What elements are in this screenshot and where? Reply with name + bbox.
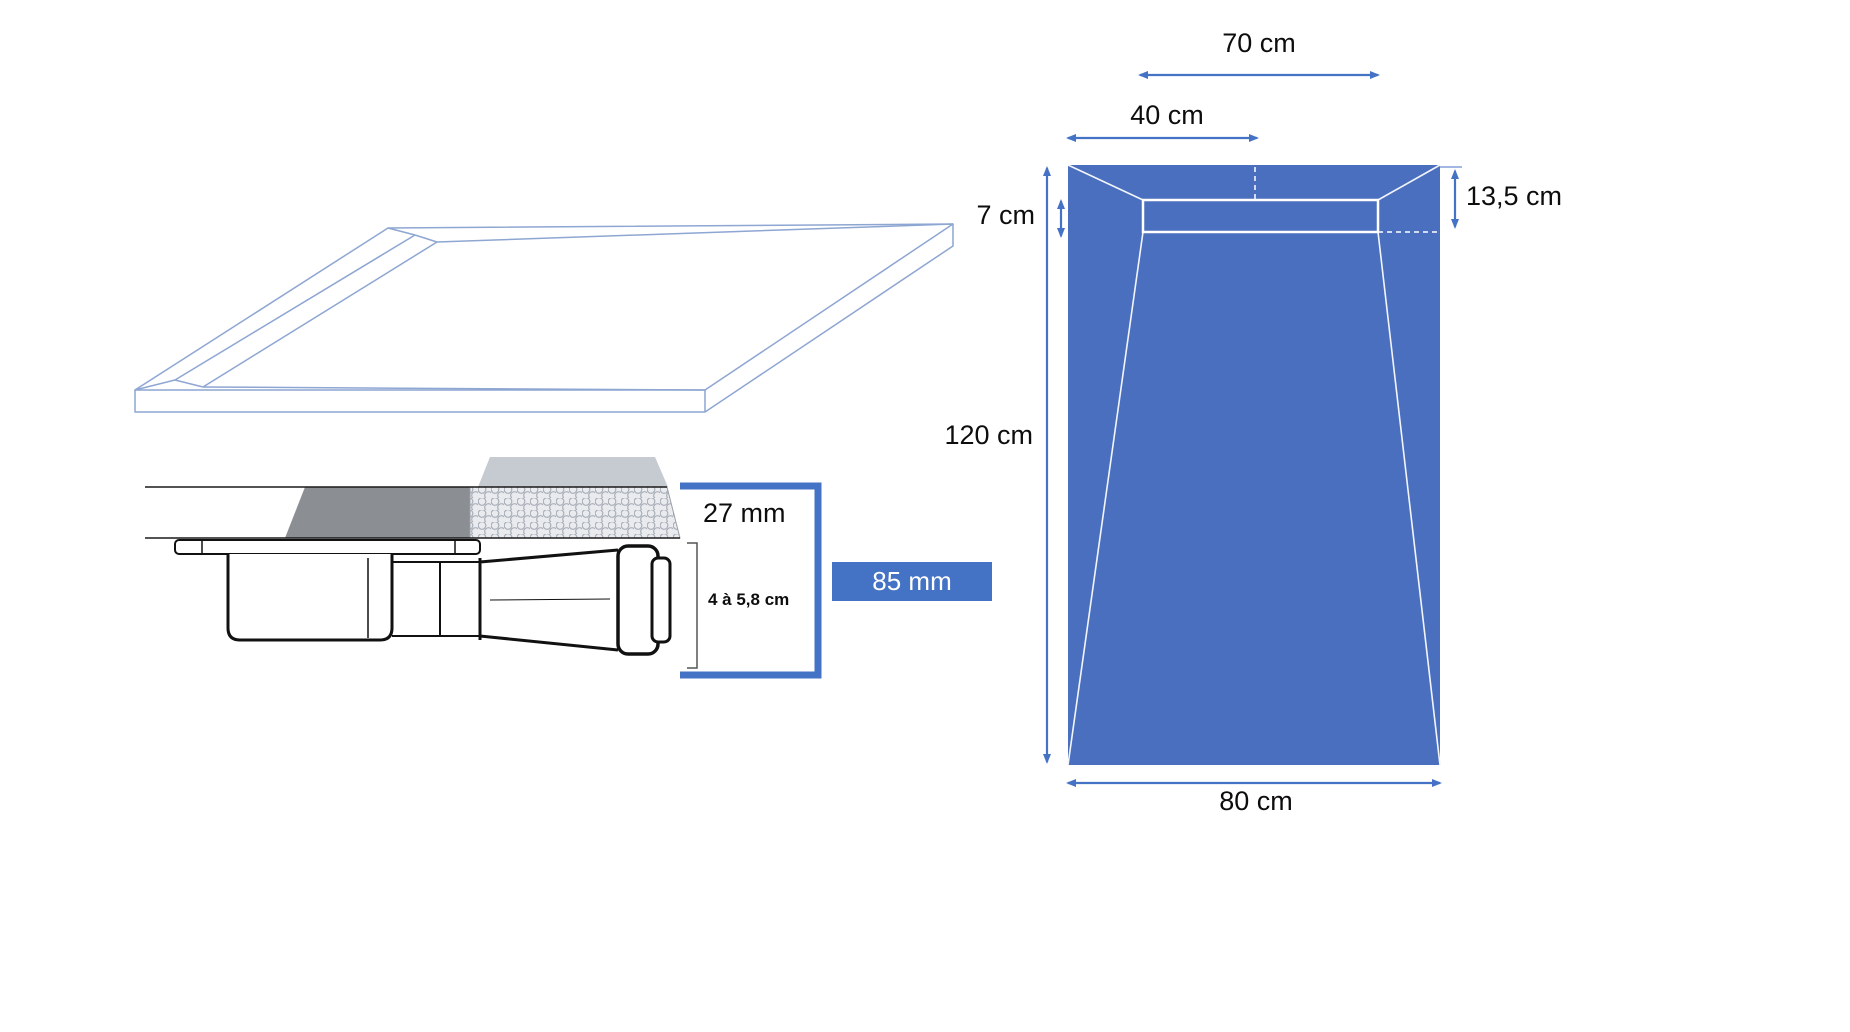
dim-70cm-label: 70 cm — [1222, 28, 1296, 58]
dim-40cm-label: 40 cm — [1130, 100, 1204, 130]
slope-lines — [1067, 164, 1441, 766]
slope-fold-lines — [134, 223, 954, 391]
drain-strip — [174, 234, 438, 388]
trap-height-bracket — [687, 542, 698, 669]
reference-dashed-lines — [1254, 167, 1444, 233]
outlet-end-ring — [650, 556, 672, 644]
tray-side-faces — [134, 224, 954, 413]
dim-7cm-label: 7 cm — [976, 200, 1035, 230]
total-height-bracket — [680, 482, 822, 679]
trap-cup — [226, 554, 394, 642]
tray-surface — [1068, 165, 1440, 765]
tray-top-view — [1043, 71, 1462, 787]
dim-120cm-label: 120 cm — [944, 420, 1033, 450]
neck — [392, 561, 480, 637]
dim-85mm-badge: 85 mm — [832, 562, 992, 601]
siphon-assembly — [174, 539, 672, 656]
dimension-arrows — [1043, 71, 1462, 787]
drain-cross-section — [145, 457, 822, 679]
dim-trap-height-label: 4 à 5,8 cm — [708, 590, 790, 609]
dark-core — [285, 487, 470, 538]
honeycomb-core — [469, 486, 681, 539]
dim-80cm-label: 80 cm — [1219, 786, 1293, 816]
drain-flange — [174, 539, 481, 555]
wireframe-lines — [134, 223, 954, 413]
linear-drain-channel — [1141, 198, 1380, 234]
dim-27mm-label: 27 mm — [703, 498, 786, 528]
mortar-bed-top — [478, 457, 668, 487]
dim-13-5cm-label: 13,5 cm — [1466, 181, 1563, 211]
outlet-cone — [478, 548, 619, 652]
tray-top-face — [134, 223, 954, 391]
tray-section-band — [145, 457, 681, 539]
tray-3d-wireframe — [134, 223, 954, 413]
